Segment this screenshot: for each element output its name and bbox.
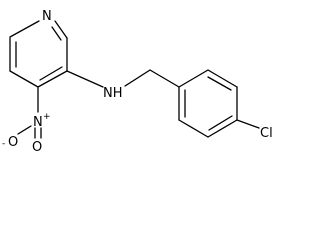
nitro-group [17,87,42,139]
pyridine-ring [9,20,68,88]
bond-b6-b1 [178,69,209,88]
nitro-oxygen-bottom-label: O [32,140,42,152]
bond-b4-cl [236,119,260,129]
bond-c3-c4 [37,70,68,88]
bond-c6-n1 [9,20,40,38]
bond-b3-b4-double [208,115,233,131]
nitro-nitrogen-charge: + [43,112,51,122]
bond-ch2-phenyl [149,69,180,88]
bond-n1-c2 [54,20,68,39]
bond-n1-c2-double [51,26,62,41]
nitro-oxygen-left-label: O [8,135,18,150]
chemical-structure: N NH N + O - O Cl [2,9,273,152]
benzene-ring [178,69,260,138]
amine-nh-label: NH [103,86,123,101]
bond-b5-b6-double [207,76,232,91]
nitro-oxygen-left-charge: - [2,139,5,149]
bond-b2-b3 [178,119,209,138]
chlorine-label: Cl [260,126,273,141]
amine-linker [66,69,180,88]
pyridine-nitrogen-label: N [42,9,52,24]
bond-b3-b4 [207,119,238,138]
bond-nh-ch2 [124,69,151,87]
nitro-nitrogen-label: N [33,115,43,130]
bond-b5-b6 [207,69,238,88]
bond-c4-c5 [9,70,39,88]
bond-nitro-o-left [17,125,32,135]
bond-c3-c4-double [39,66,63,81]
bond-c2-nh [66,70,104,88]
